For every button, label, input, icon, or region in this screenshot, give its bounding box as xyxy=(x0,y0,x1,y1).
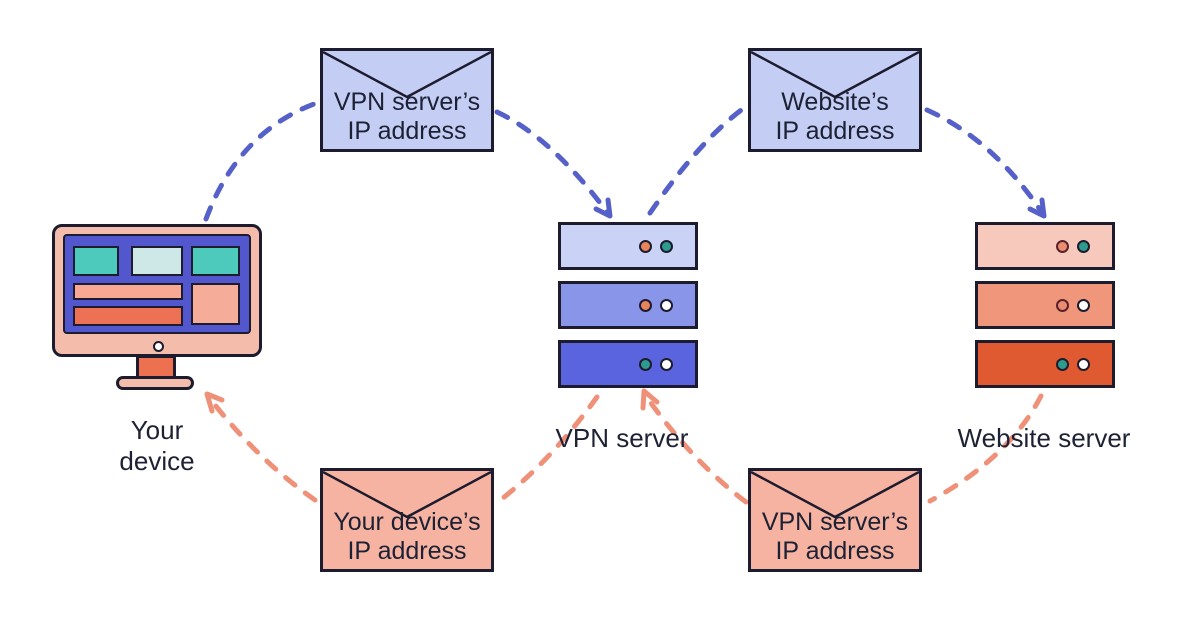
envelope-label-line2: IP address xyxy=(347,117,467,145)
vpn-server-unit-3 xyxy=(558,340,698,388)
website-server-label-text: Website server xyxy=(957,423,1131,453)
website-server-unit-3 xyxy=(975,340,1115,388)
your-device-label-line2: device xyxy=(119,446,195,476)
arrow-device-envelope-to-device xyxy=(208,397,318,503)
envelope-flap-icon xyxy=(751,51,919,99)
monitor-power-dot xyxy=(153,341,164,352)
envelope-flap-icon xyxy=(323,471,491,519)
website-server-unit-2 xyxy=(975,281,1115,329)
led-white-icon xyxy=(660,357,673,371)
arrow-return-envelope-to-vpn-server xyxy=(645,396,749,505)
website-server-unit-1 xyxy=(975,222,1115,270)
led-teal-icon xyxy=(660,239,673,253)
envelope-label-line1: Your device’s xyxy=(333,508,481,536)
arrowhead-into-device xyxy=(204,391,225,414)
vpn-server-stack xyxy=(558,222,698,388)
envelope-label-line1: Website’s xyxy=(781,88,889,116)
led-white-icon xyxy=(1077,357,1090,371)
envelope-label: Your device’s IP address xyxy=(333,508,480,566)
envelope-label-line1: VPN server’s xyxy=(761,508,909,536)
screen-bar-coral xyxy=(73,306,183,326)
led-orange-icon xyxy=(639,298,652,312)
envelope-label: VPN server’s IP address xyxy=(762,508,908,566)
envelope-flap-icon xyxy=(751,471,919,519)
your-device-label-line1: Your xyxy=(130,415,184,445)
envelope-label: Website’s IP address xyxy=(775,88,894,146)
screen-tile-teal-left xyxy=(73,246,119,276)
envelope-your-devices-ip: Your device’s IP address xyxy=(320,468,494,572)
vpn-server-label: VPN server xyxy=(556,423,689,454)
envelope-websites-ip: Website’s IP address xyxy=(748,48,922,152)
envelope-vpn-servers-ip-return: VPN server’s IP address xyxy=(748,468,922,572)
vpn-server-unit-2 xyxy=(558,281,698,329)
envelope-label-line1: VPN server’s xyxy=(333,88,481,116)
your-device-label: Your device xyxy=(119,415,194,477)
led-teal-icon xyxy=(1077,239,1090,253)
envelope-flap-icon xyxy=(323,51,491,99)
led-teal-icon xyxy=(639,357,652,371)
led-salmon-icon xyxy=(1056,239,1069,253)
screen-tile-pale-center xyxy=(131,246,183,276)
envelope-label-line2: IP address xyxy=(775,117,895,145)
arrowhead-into-website-server-top xyxy=(1027,197,1047,219)
vpn-server-unit-1 xyxy=(558,222,698,270)
arrow-vpn-server-to-device-envelope xyxy=(500,394,600,501)
envelope-vpn-servers-ip-outbound: VPN server’s IP address xyxy=(320,48,494,152)
led-salmon-icon xyxy=(1056,298,1069,312)
screen-tile-teal-right xyxy=(191,246,240,276)
led-white-icon xyxy=(660,298,673,312)
arrowhead-into-vpn-server-bottom xyxy=(640,388,660,411)
arrow-website-server-to-return-envelope xyxy=(927,393,1044,504)
monitor-stand-base xyxy=(116,376,194,390)
arrow-vpn-server-to-website-envelope xyxy=(647,105,747,216)
monitor-screen xyxy=(63,234,251,334)
screen-panel-salmon xyxy=(191,283,240,325)
arrow-vpn-envelope-to-vpn-server xyxy=(494,109,610,215)
arrow-website-envelope-to-website-server xyxy=(924,107,1044,214)
device-monitor-icon xyxy=(52,224,262,357)
vpn-server-label-text: VPN server xyxy=(555,423,689,453)
envelope-label-line2: IP address xyxy=(775,537,895,565)
website-server-label: Website server xyxy=(958,423,1131,454)
envelope-label: VPN server’s IP address xyxy=(334,88,480,146)
screen-bar-salmon xyxy=(73,283,183,300)
envelope-label-line2: IP address xyxy=(347,537,467,565)
website-server-stack xyxy=(975,222,1115,388)
arrow-device-to-vpn-envelope xyxy=(203,101,317,222)
led-white-icon xyxy=(1077,298,1090,312)
arrowhead-into-vpn-server-top xyxy=(593,197,613,219)
led-teal-icon xyxy=(1056,357,1069,371)
led-orange-icon xyxy=(639,239,652,253)
